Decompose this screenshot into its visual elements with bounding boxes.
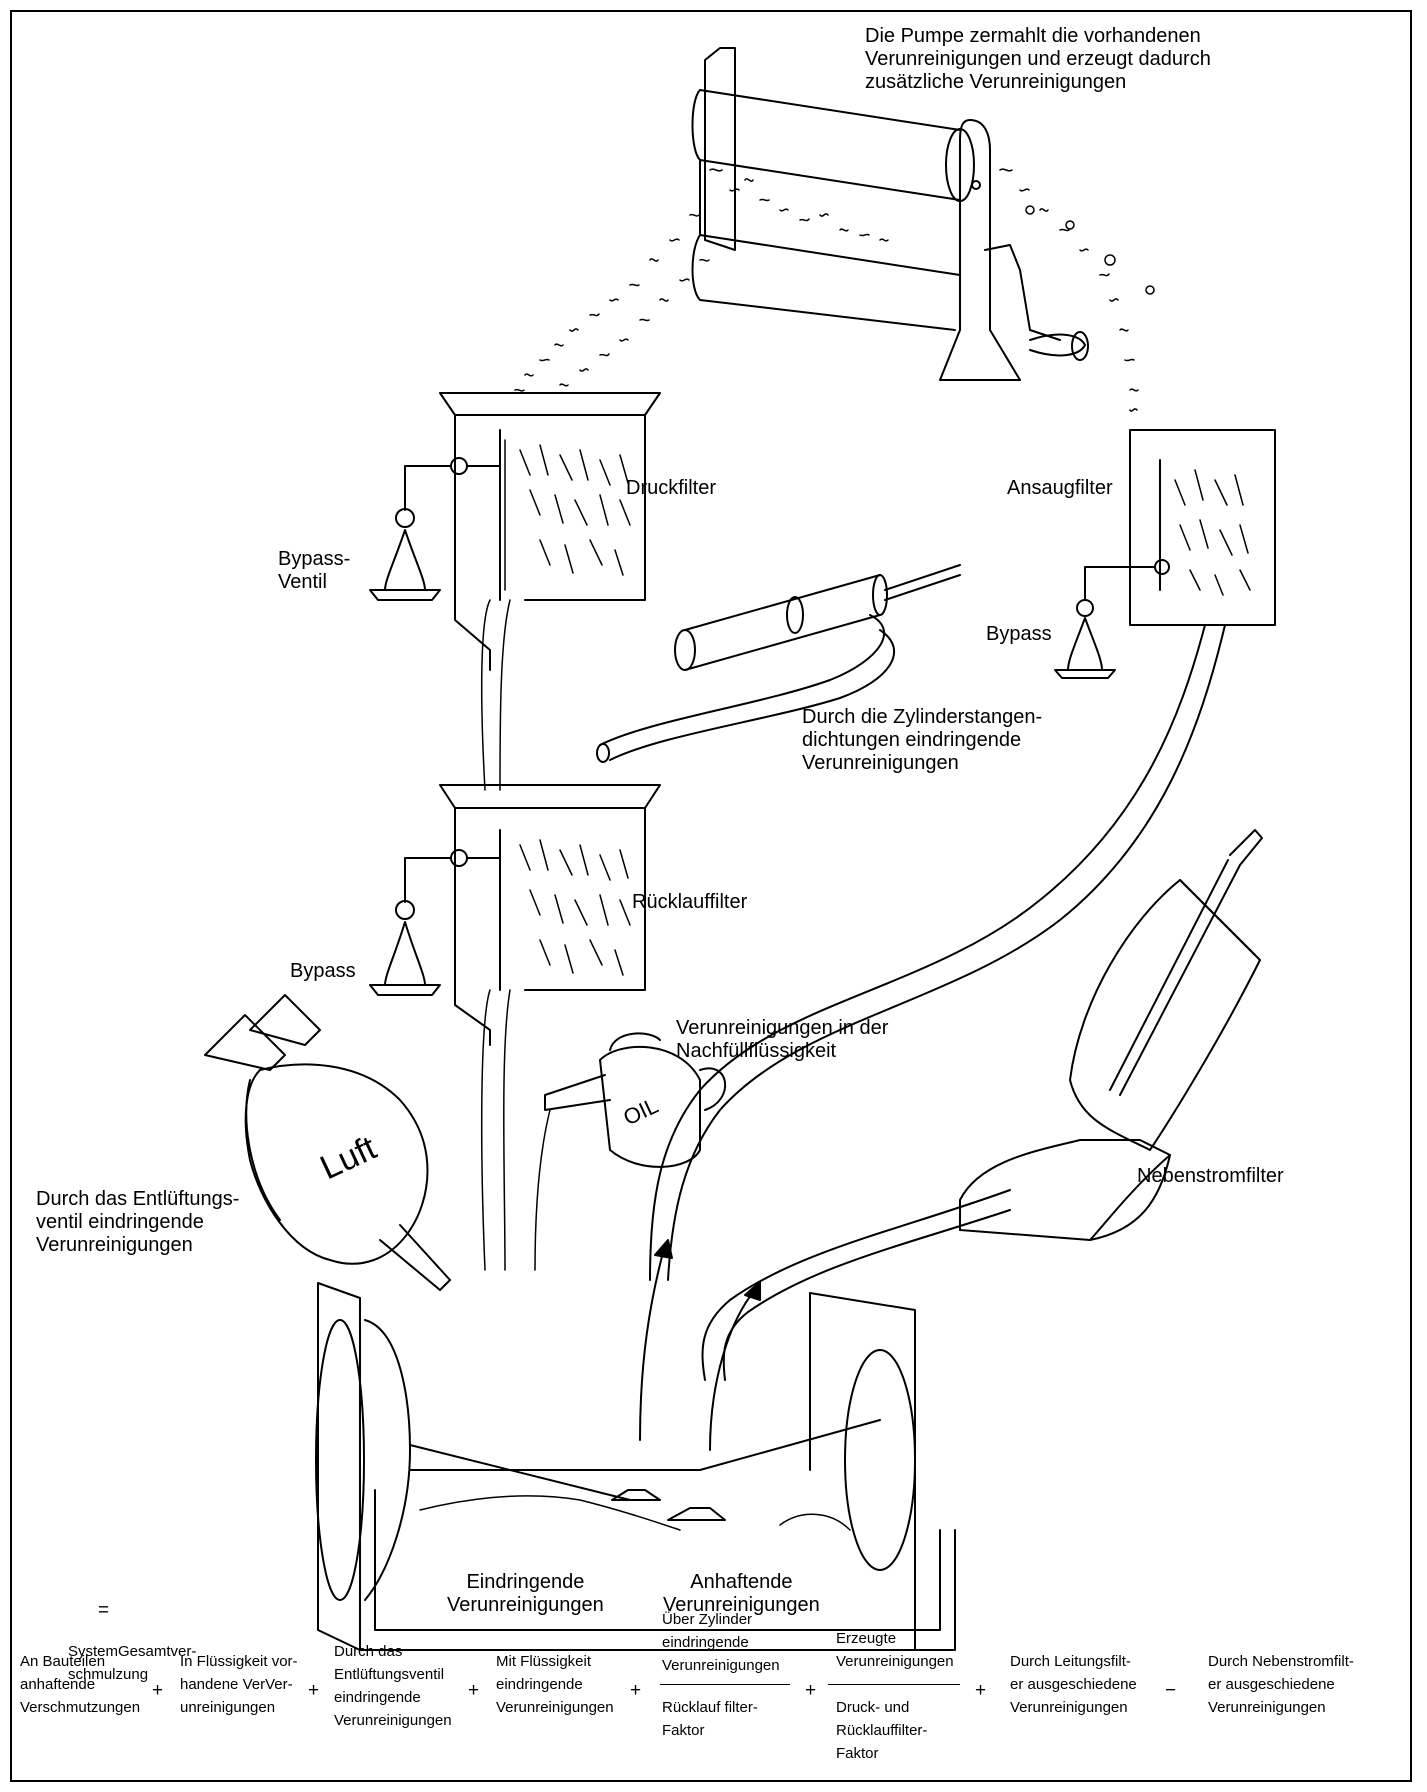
formula-term-6-denominator: Druck- und Rücklauffilter- Faktor: [836, 1696, 927, 1765]
formula-fraction-line-5: [660, 1684, 790, 1685]
formula-plus-5: +: [805, 1680, 816, 1702]
formula-term-3: Durch das Entlüftungsventil eindringende…: [334, 1640, 452, 1732]
formula-plus-3: +: [468, 1680, 479, 1702]
formula-fraction-line-6: [828, 1684, 960, 1685]
formula-term-7: Durch Leitungsfilt- er ausgeschiedene Ve…: [1010, 1650, 1137, 1719]
formula-plus-1: +: [152, 1680, 163, 1702]
formula-plus-6: +: [975, 1680, 986, 1702]
formula-term-1: An Bauteilen anhaftende Verschmutzungen: [20, 1650, 140, 1719]
formula-term-5-numerator: Über Zylinder eindringende Verunreinigun…: [662, 1608, 780, 1677]
formula-plus-4: +: [630, 1680, 641, 1702]
formula-term-6-numerator: Erzeugte Verunreinigungen: [836, 1627, 954, 1673]
formula-minus: −: [1165, 1680, 1176, 1702]
formula-plus-2: +: [308, 1680, 319, 1702]
formula-term-4: Mit Flüssigkeit eindringende Verunreinig…: [496, 1650, 614, 1719]
formula-term-8: Durch Nebenstromfilt- er ausgeschiedene …: [1208, 1650, 1354, 1719]
formula-term-5-denominator: Rücklauf filter- Faktor: [662, 1696, 758, 1742]
formula-term-2: In Flüssigkeit vor- handene VerVer- unre…: [180, 1650, 298, 1719]
